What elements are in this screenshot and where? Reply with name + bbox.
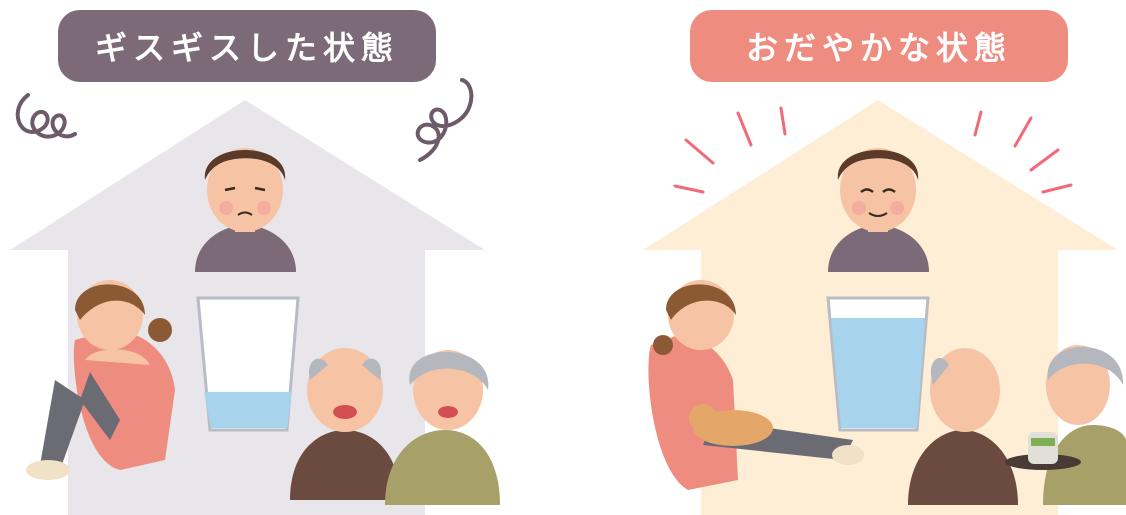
relaxed-woman-with-cat bbox=[648, 280, 864, 490]
worried-man bbox=[195, 148, 296, 272]
sparkle-lines-left bbox=[673, 106, 787, 194]
tense-state-title: ギスギスした状態 bbox=[58, 10, 436, 82]
old-woman-serving-tea bbox=[1005, 345, 1126, 505]
calm-old-man bbox=[908, 348, 1018, 505]
sad-woman bbox=[26, 280, 175, 480]
calm-house-illustration bbox=[643, 100, 1126, 515]
tense-house-illustration bbox=[10, 78, 500, 515]
tense-state-panel: ギスギスした状態 bbox=[10, 10, 500, 515]
stress-swirl-right bbox=[415, 78, 474, 162]
smiling-man bbox=[828, 148, 929, 272]
water-glass-high bbox=[826, 296, 930, 432]
calm-state-panel: おだやかな状態 bbox=[563, 0, 1126, 515]
stress-swirl-left bbox=[15, 93, 77, 139]
calm-state-title: おだやかな状態 bbox=[690, 10, 1068, 82]
angry-old-man bbox=[290, 348, 400, 500]
water-glass-low bbox=[196, 296, 300, 432]
sparkle-lines-right bbox=[973, 110, 1073, 194]
angry-old-woman bbox=[385, 350, 500, 505]
